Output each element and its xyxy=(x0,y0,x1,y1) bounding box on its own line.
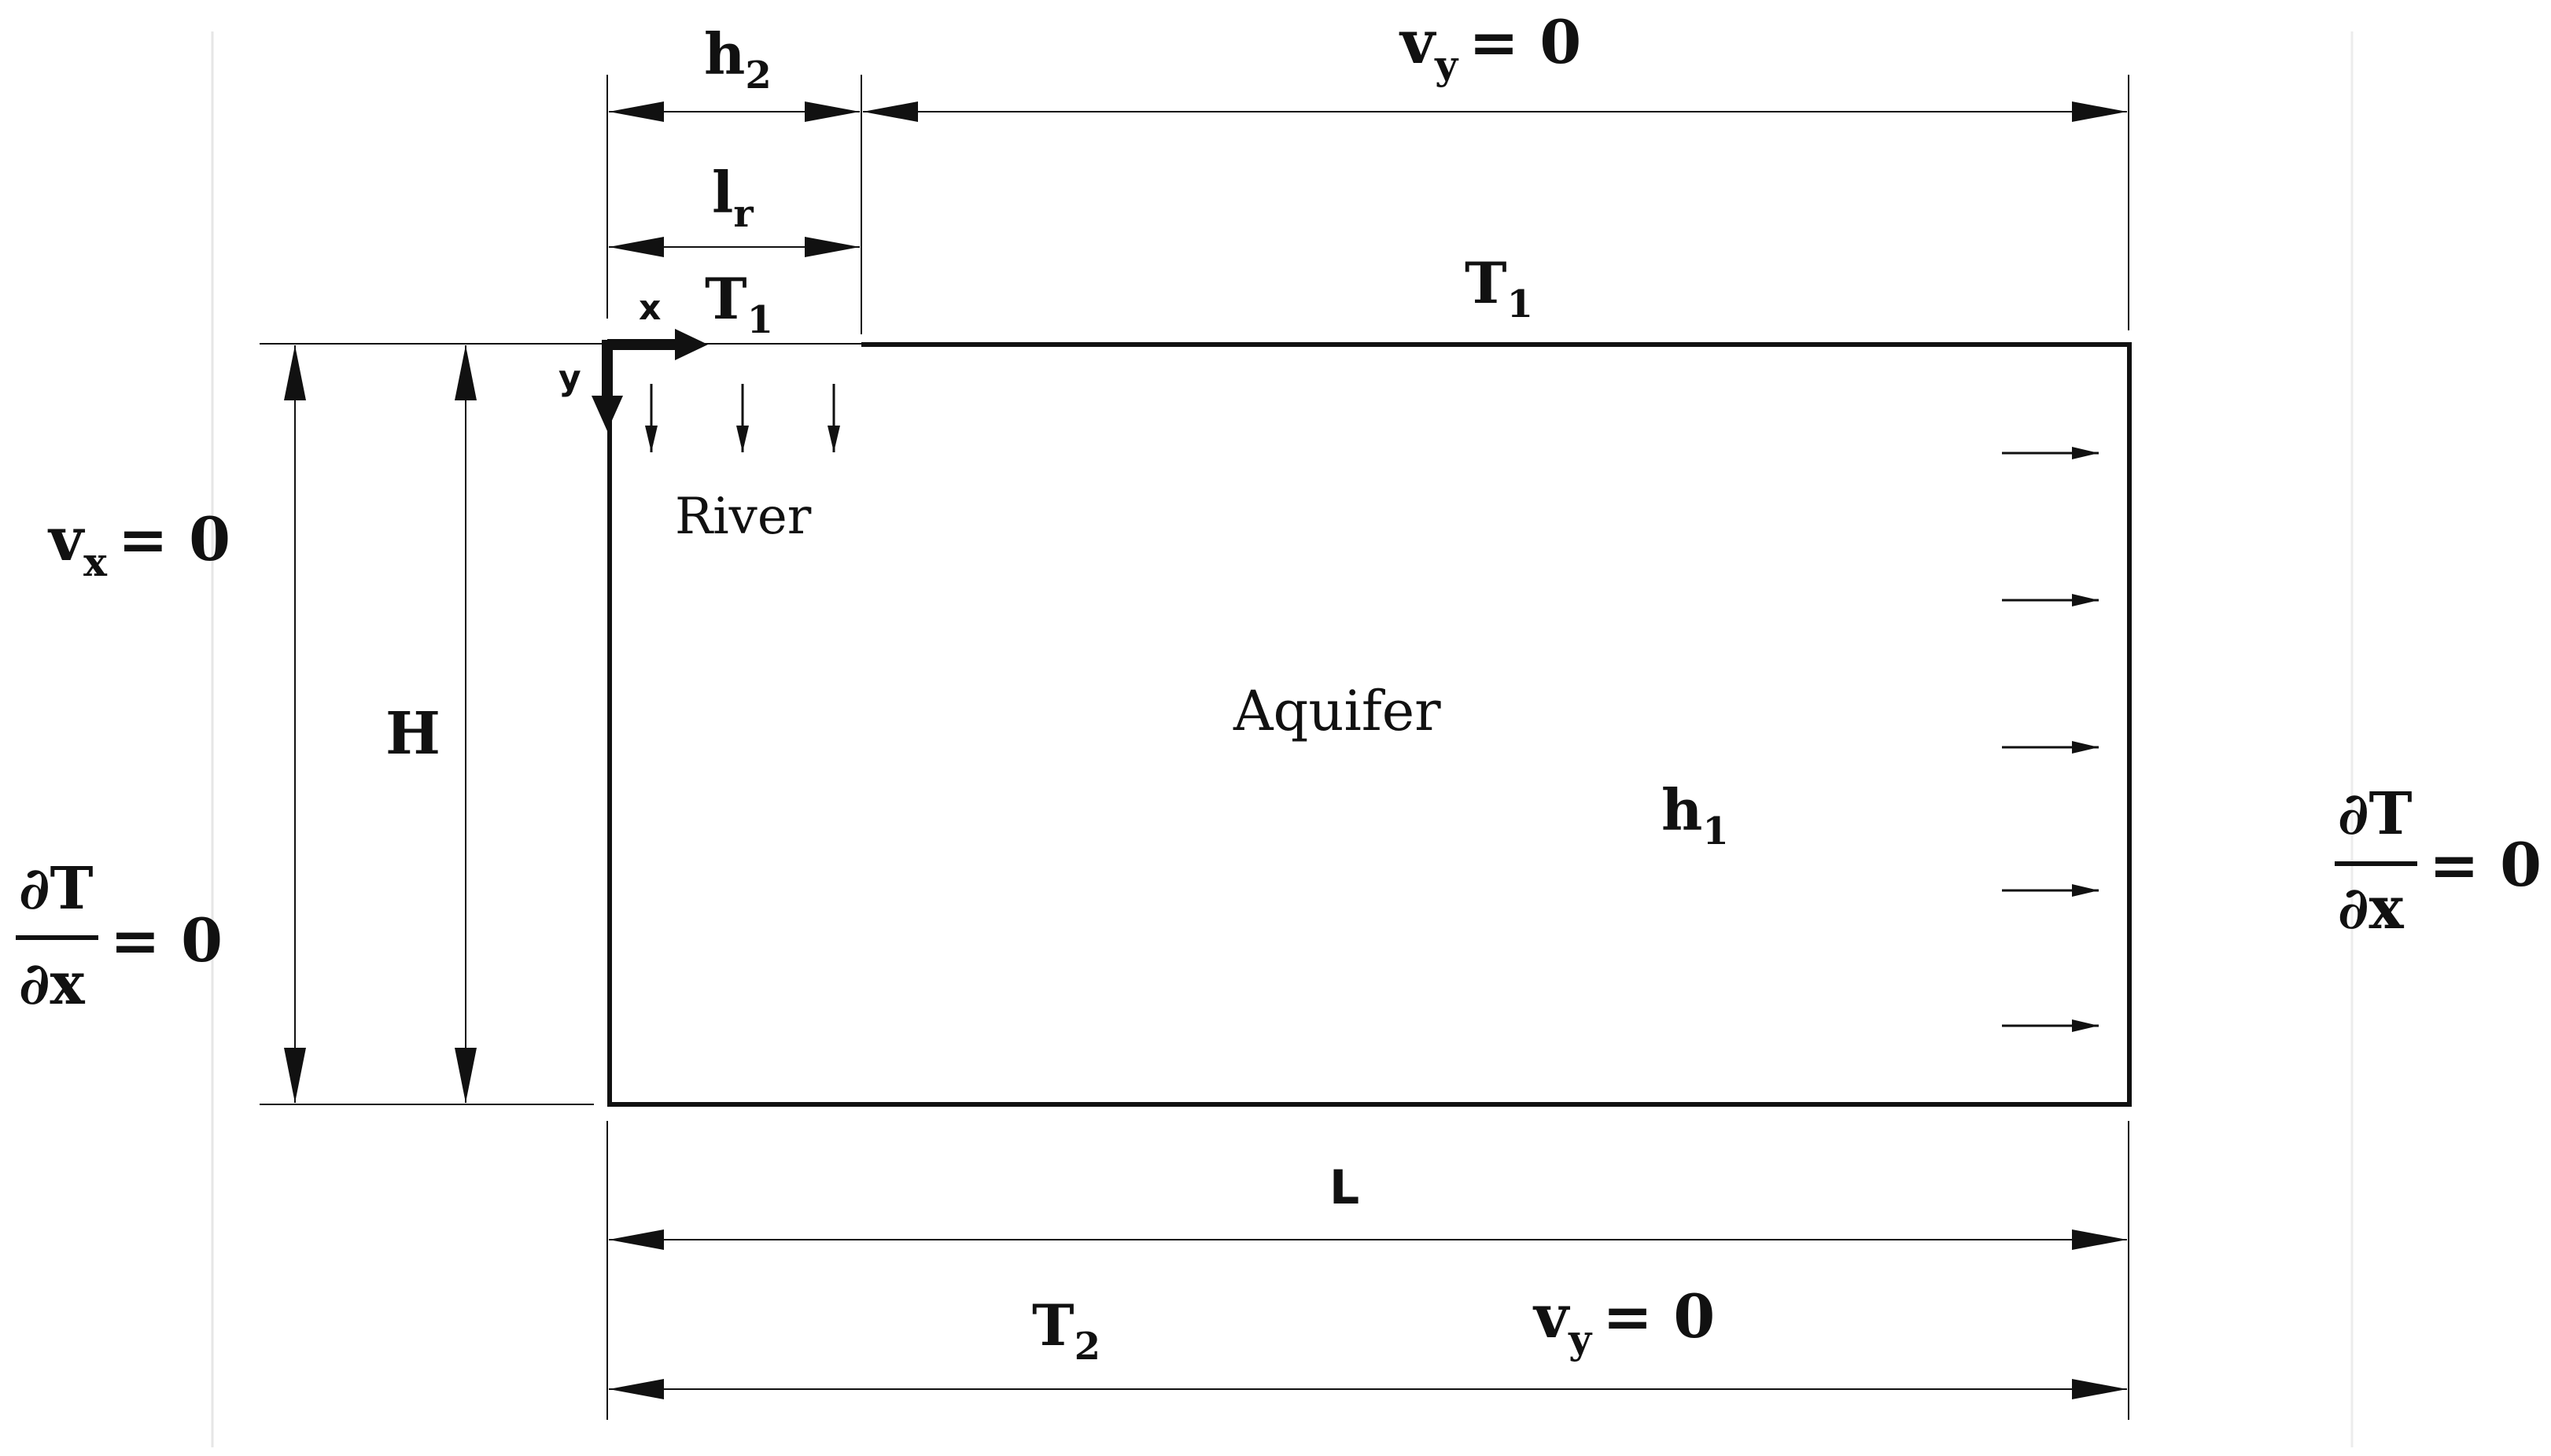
vy-bottom-label: vy= 0 xyxy=(1532,1281,1715,1362)
dTdx-left-numerator: ∂T xyxy=(19,855,94,923)
T1-river-label: T1 xyxy=(705,265,773,342)
y-axis-arrowhead xyxy=(592,396,623,431)
lr-label: lr xyxy=(712,159,754,236)
vy-top-label: vy= 0 xyxy=(1399,7,1581,88)
H-label: H xyxy=(385,700,441,768)
aquifer-domain-rectangle xyxy=(607,342,2132,1107)
h1-label: h1 xyxy=(1661,776,1729,853)
x-axis-label: x xyxy=(639,288,661,328)
dTdx-right-rhs: = 0 xyxy=(2429,830,2542,900)
x-axis-arrowhead xyxy=(675,329,708,360)
y-axis-label: y xyxy=(558,358,581,398)
dTdx-right-denominator: ∂x xyxy=(2338,875,2405,942)
T1-top-label: T1 xyxy=(1465,249,1533,326)
aquifer-label: Aquifer xyxy=(1233,679,1441,743)
river-label: River xyxy=(675,488,812,546)
T2-label: T2 xyxy=(1032,1292,1100,1369)
vx-left-label: vx= 0 xyxy=(47,504,230,585)
dTdx-left-denominator: ∂x xyxy=(19,950,86,1018)
dTdx-left-rhs: = 0 xyxy=(110,905,223,975)
h2-label: h2 xyxy=(704,20,772,98)
L-label: L xyxy=(1329,1160,1359,1215)
dTdx-right-numerator: ∂T xyxy=(2338,780,2413,848)
